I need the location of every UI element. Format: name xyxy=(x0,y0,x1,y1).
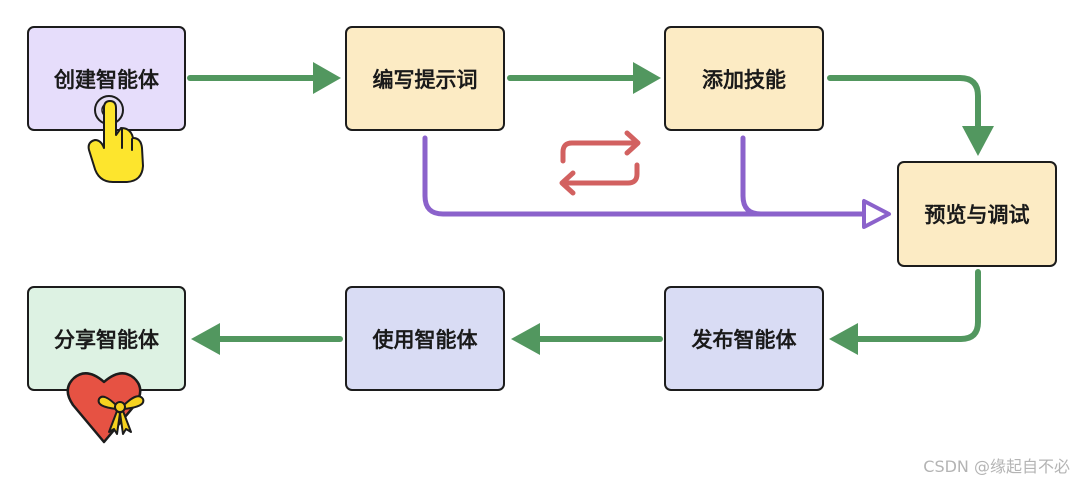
watermark: CSDN @缘起自不必 xyxy=(923,457,1070,476)
node-preview[interactable]: 预览与调试 xyxy=(897,161,1057,267)
node-publish[interactable]: 发布智能体 xyxy=(664,286,824,391)
node-skills[interactable]: 添加技能 xyxy=(664,26,824,131)
node-publish-label: 发布智能体 xyxy=(691,328,798,352)
arrow-create-to-prompt xyxy=(187,62,341,94)
arrow-prompt-to-skills xyxy=(507,62,661,94)
arrow-skills-to-preview xyxy=(827,75,994,156)
node-use-label: 使用智能体 xyxy=(372,328,479,352)
node-prompt[interactable]: 编写提示词 xyxy=(345,26,505,131)
shortcut-arrows xyxy=(422,135,891,229)
open-arrowhead xyxy=(862,199,891,229)
node-use[interactable]: 使用智能体 xyxy=(345,286,505,391)
node-create-label: 创建智能体 xyxy=(53,68,160,92)
node-create[interactable]: 创建智能体 xyxy=(27,26,186,131)
node-prompt-label: 编写提示词 xyxy=(373,68,478,92)
pointing-hand-icon xyxy=(87,95,144,183)
node-share[interactable]: 分享智能体 xyxy=(27,286,186,391)
arrow-use-to-share xyxy=(191,323,343,355)
repeat-loop-icon xyxy=(559,130,641,196)
node-skills-label: 添加技能 xyxy=(702,68,786,92)
node-share-label: 分享智能体 xyxy=(54,328,160,352)
node-preview-label: 预览与调试 xyxy=(925,203,1030,227)
flow-arrows xyxy=(187,62,994,355)
arrow-preview-to-publish xyxy=(829,269,981,355)
gift-heart-icon xyxy=(66,372,145,444)
arrow-publish-to-use xyxy=(511,323,663,355)
